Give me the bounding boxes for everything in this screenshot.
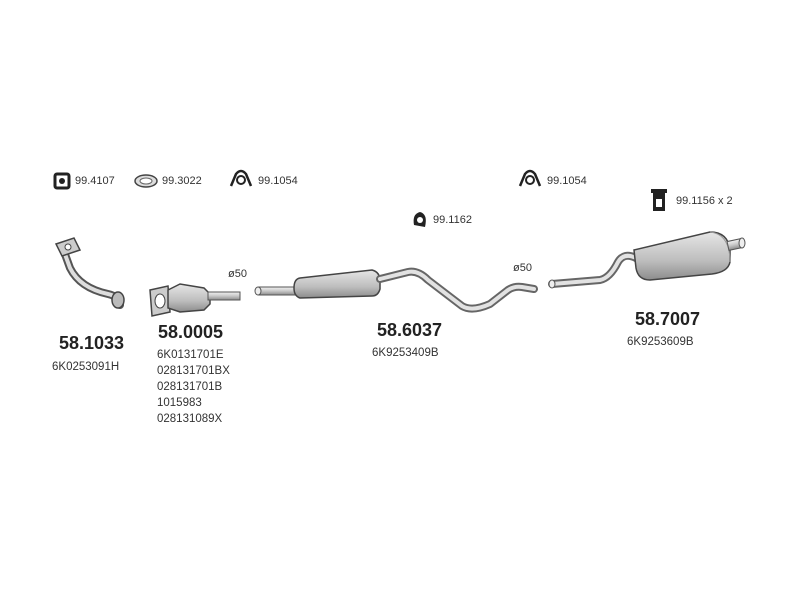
accessory-code: 99.4107	[75, 175, 115, 187]
accessory-code: 99.1156 x 2	[676, 195, 733, 207]
oem-number: 6K9253409B	[372, 347, 439, 359]
accessory-code: 99.3022	[162, 175, 202, 187]
oem-number: 6K0253091H	[52, 361, 120, 373]
hanger-rubber-icon	[518, 169, 542, 187]
part-number: 58.7007	[635, 309, 701, 329]
diameter-label: ø50	[228, 268, 247, 280]
accessory-code: 99.1054	[547, 175, 587, 187]
accessory-code: 99.1162	[433, 214, 472, 226]
clamp-square-icon	[53, 172, 71, 190]
oem-number: 1015983	[157, 397, 202, 409]
middle-silencer-icon	[254, 267, 538, 313]
diameter-label: ø50	[513, 262, 532, 274]
oem-number: 6K9253609B	[627, 336, 694, 348]
oem-list: 6K0253091H	[52, 359, 119, 375]
part-number: 58.1033	[59, 333, 125, 353]
oem-list: 6K9253609B	[627, 334, 694, 350]
oem-number: 028131089X	[157, 413, 223, 425]
oem-list: 6K0131701E 028131701BX 028131701B 101598…	[157, 347, 230, 427]
oem-number: 028131701BX	[157, 365, 230, 377]
bracket-icon	[413, 212, 426, 227]
part-number: 58.6037	[377, 320, 443, 340]
hanger-rubber-icon	[229, 169, 253, 187]
oem-list: 6K9253409B	[372, 345, 439, 361]
rear-silencer-icon	[548, 231, 746, 289]
accessory-code: 99.1054	[258, 175, 298, 187]
mount-bracket-icon	[651, 189, 667, 211]
front-pipe-icon	[54, 237, 125, 309]
oem-number: 028131701B	[157, 381, 223, 393]
part-number: 58.0005	[158, 322, 224, 342]
catalytic-converter-icon	[149, 283, 241, 317]
oem-number: 6K0131701E	[157, 349, 224, 361]
gasket-ring-icon	[134, 174, 158, 188]
